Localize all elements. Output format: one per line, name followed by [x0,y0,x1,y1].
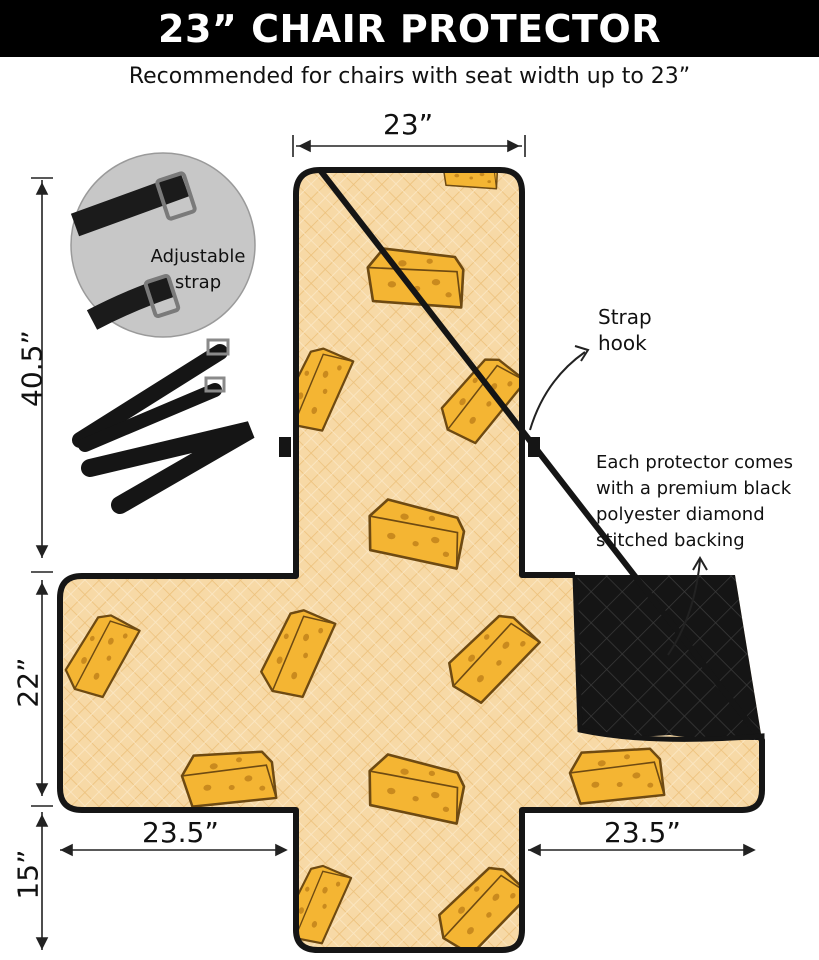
strap-hook-line1: Strap [598,305,652,329]
strap-photo [70,152,256,338]
strap-hook-line2: hook [598,331,647,355]
loose-straps [72,338,255,514]
strap-label-line1: Adjustable [150,246,246,267]
dimension-front-height: 15” [11,849,45,900]
title-bar: 23” CHAIR PROTECTOR [0,0,819,57]
backing-note: Each protector comes with a premium blac… [596,450,793,554]
dimension-top-width: 23” [383,108,434,141]
dimension-right-arm: 23.5” [604,816,681,849]
page-title: 23” CHAIR PROTECTOR [158,6,661,51]
strap-hook-left [279,437,291,457]
callout-arrows [529,345,708,656]
dimension-seat-height: 22” [11,657,45,708]
strap-label-line2: strap [174,272,222,293]
strap-hook-label: Strap hook [598,304,652,356]
strap-label: Adjustable strap [150,244,246,296]
backing-note-line2: with a premium black [596,478,792,499]
backing-fold [575,575,762,740]
backing-note-line1: Each protector comes [596,452,793,473]
dimension-left-arm: 23.5” [142,816,219,849]
backing-note-line4: stitched backing [596,530,745,551]
chair-cover [57,167,765,953]
backing-note-line3: polyester diamond [596,504,765,525]
dimension-back-height: 40.5” [15,330,49,407]
subtitle: Recommended for chairs with seat width u… [128,64,691,89]
strap-hook-right [528,437,540,457]
dimension-lines [31,135,756,950]
